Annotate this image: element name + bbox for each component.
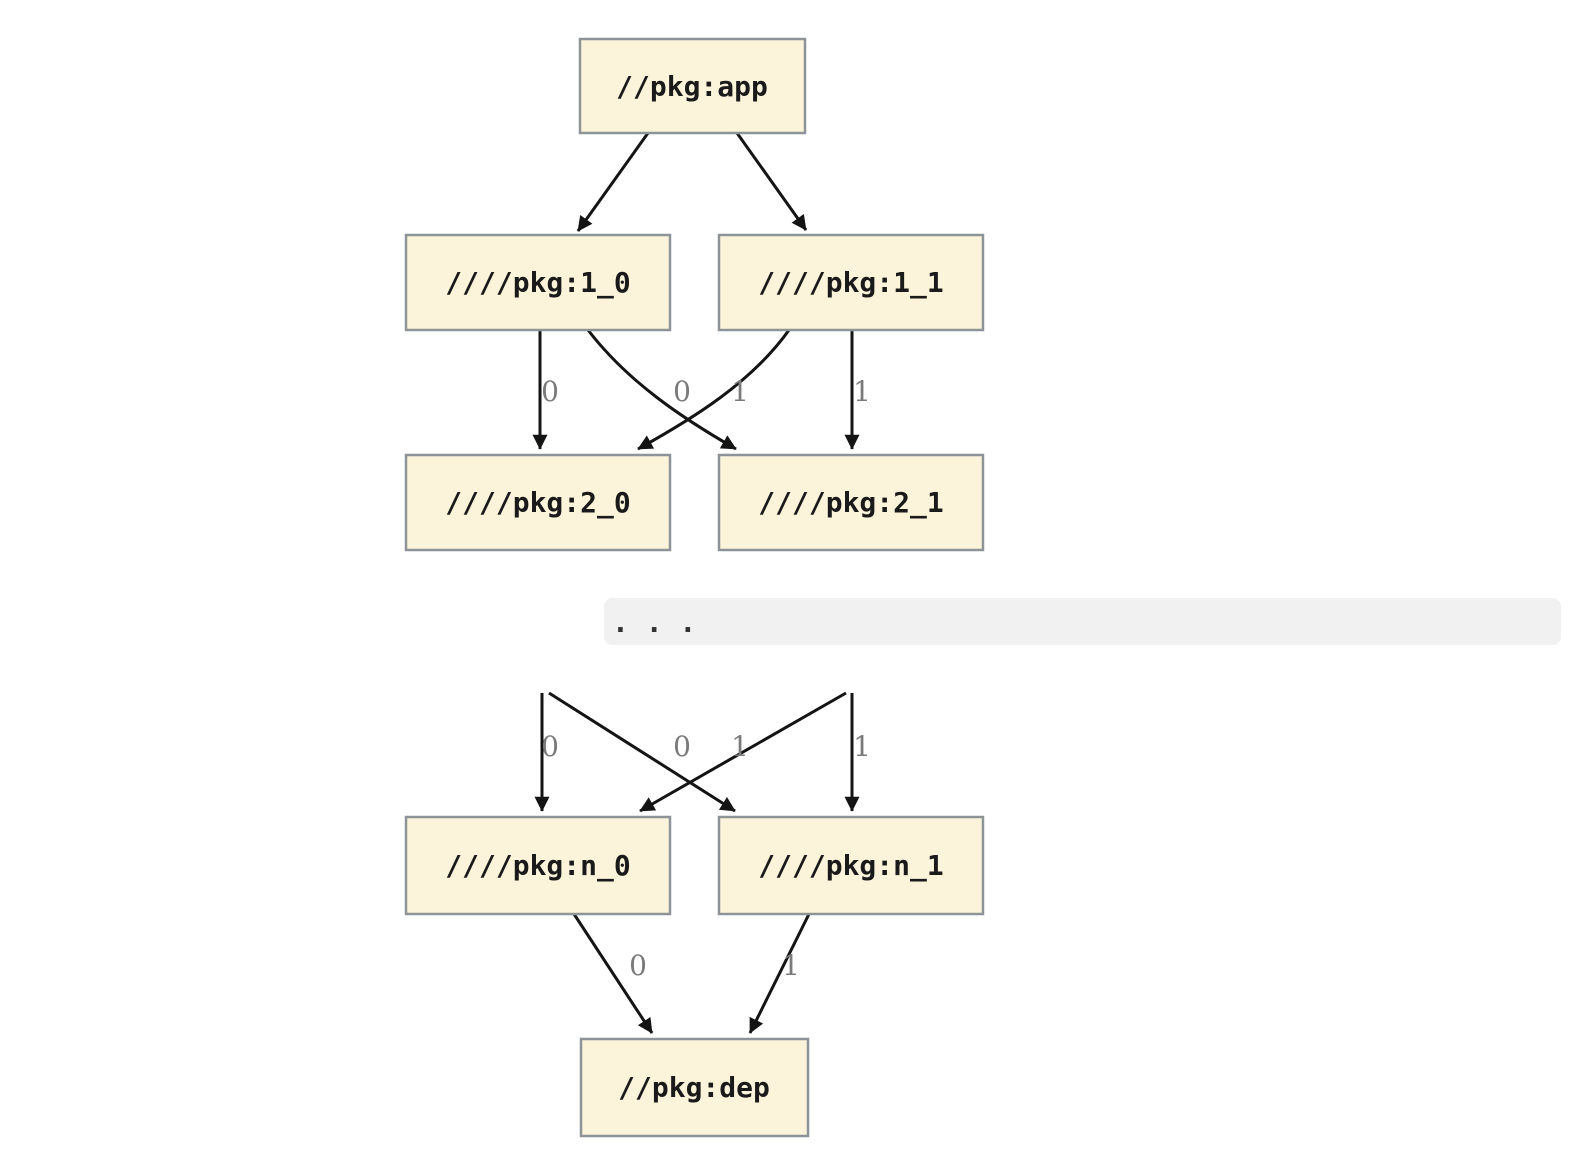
node-app-label: //pkg:app [616,70,768,103]
node-dep-box [579,1037,810,1138]
node-pkg-2-0-label: ////pkg:2_0 [445,486,630,519]
edge-prev-to-n-0-cross [639,691,847,813]
edge-label: 0 [673,730,691,763]
edge-label: 0 [541,375,559,408]
node-pkg-n-1-label: ////pkg:n_1 [758,849,943,882]
node-pkg-2-1-box [717,453,985,552]
edges-leveln: 0 0 1 1 [534,691,871,813]
node-pkg-n-1-box [717,815,985,916]
node-app: //pkg:app [578,37,807,135]
node-dep-label: //pkg:dep [618,1071,770,1104]
node-pkg-1-1-label: ////pkg:1_1 [758,266,943,299]
edge-label: 1 [731,375,749,408]
node-pkg-1-1: ////pkg:1_1 [717,233,985,332]
node-pkg-n-0-label: ////pkg:n_0 [445,849,630,882]
edge-label: 0 [629,949,647,982]
node-pkg-2-1: ////pkg:2_1 [717,453,985,552]
edge-label: 1 [731,730,749,763]
node-dep: //pkg:dep [579,1037,810,1138]
ellipsis-bar-background [604,598,1561,645]
node-app-box [578,37,807,135]
node-pkg-1-1-box [717,233,985,332]
node-pkg-n-0: ////pkg:n_0 [404,815,672,916]
ellipsis-bar: . . . [604,598,1561,645]
node-pkg-2-0: ////pkg:2_0 [404,453,672,552]
edge-label: 0 [673,375,691,408]
edges-level2: 0 0 1 1 [532,329,871,451]
edge-app-to-1-1 [735,132,808,231]
edge-n-1-to-dep [748,913,811,1034]
edge-label: 1 [853,730,871,763]
edge-n-0-to-dep [572,913,654,1034]
edge-1-1-to-2-0 [637,329,791,451]
edges-dep: 0 1 [572,913,811,1034]
node-pkg-n-1: ////pkg:n_1 [717,815,985,916]
node-pkg-1-0: ////pkg:1_0 [404,233,672,332]
edge-label: 0 [541,730,559,763]
node-pkg-n-0-box [404,815,672,916]
edge-1-0-to-2-1 [586,329,737,451]
node-pkg-1-0-label: ////pkg:1_0 [445,266,630,299]
edge-label: 1 [853,375,871,408]
node-pkg-2-1-label: ////pkg:2_1 [758,486,943,519]
node-pkg-1-0-box [404,233,672,332]
edge-prev-to-n-1-cross [548,691,736,813]
ellipsis-text: . . . [612,606,696,639]
edge-app-to-1-0 [576,132,650,232]
node-pkg-2-0-box [404,453,672,552]
edges-level1 [576,132,808,232]
edge-label: 1 [782,949,800,982]
